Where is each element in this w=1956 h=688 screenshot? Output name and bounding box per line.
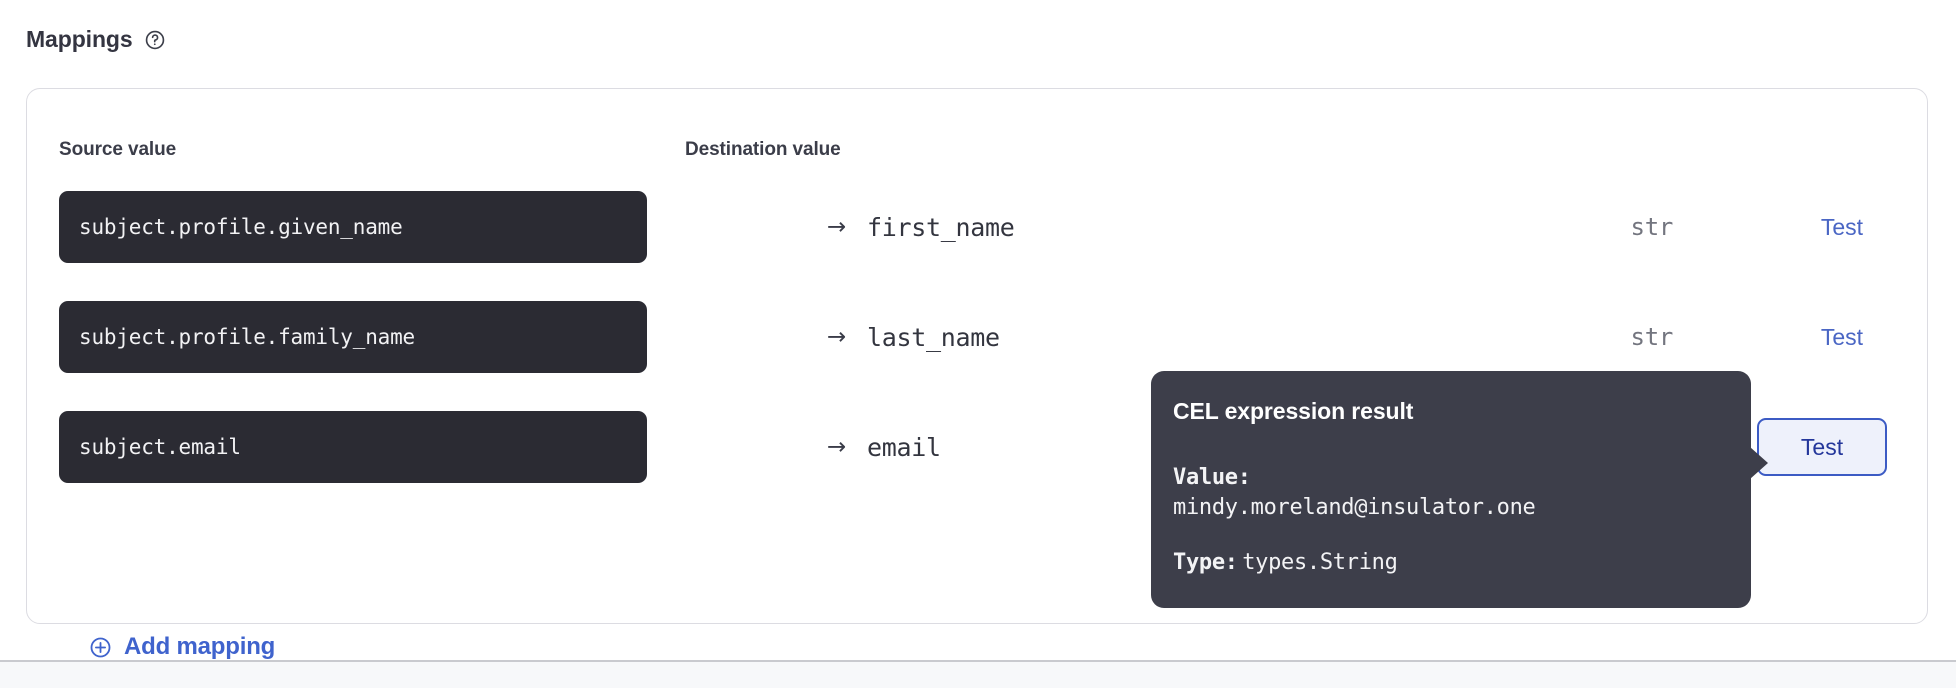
cel-result-tooltip: CEL expression result Value: mindy.morel…: [1151, 371, 1768, 609]
destination-value-text: last_name: [867, 322, 1000, 352]
source-value-text: subject.profile.given_name: [79, 215, 403, 239]
mapping-rows: subject.profile.given_name → first_name …: [27, 191, 1927, 483]
tooltip-type-block: Type: types.String: [1173, 548, 1729, 578]
source-value-input[interactable]: subject.profile.given_name: [59, 191, 647, 263]
source-value-text: subject.profile.family_name: [79, 325, 415, 349]
column-header-destination: Destination value: [685, 139, 841, 160]
tooltip-title: CEL expression result: [1173, 398, 1414, 424]
mapping-row: subject.profile.given_name → first_name …: [27, 191, 1927, 263]
test-button[interactable]: Test: [1820, 323, 1863, 350]
tooltip-value: mindy.moreland@insulator.one: [1173, 495, 1536, 521]
mapping-row: subject.email → email Test: [27, 411, 1927, 483]
destination-value-text: first_name: [867, 212, 1015, 242]
tooltip-value-label: Value:: [1173, 465, 1251, 490]
tooltip-type-label: Type:: [1173, 549, 1238, 575]
page-title: Mappings: [26, 26, 133, 52]
value-type-text: str: [1630, 323, 1674, 351]
arrow-right-icon: →: [827, 433, 847, 460]
arrow-right-icon: →: [827, 323, 847, 350]
mapping-row: subject.profile.family_name → last_name …: [27, 301, 1927, 373]
plus-circle-icon: [89, 636, 112, 659]
source-value-input[interactable]: subject.profile.family_name: [59, 301, 647, 373]
column-header-source: Source value: [59, 139, 177, 160]
footer-divider: [0, 660, 1956, 662]
footer-band: [0, 661, 1956, 688]
question-circle-icon[interactable]: [144, 29, 166, 51]
add-mapping-button[interactable]: Add mapping: [89, 635, 275, 659]
tooltip-type-value: types.String: [1242, 549, 1398, 575]
section-heading: Mappings: [26, 28, 166, 51]
value-type-text: str: [1630, 213, 1674, 241]
source-value-input[interactable]: subject.email: [59, 411, 647, 483]
arrow-right-icon: →: [827, 213, 847, 240]
tooltip-arrow: [1750, 447, 1768, 479]
destination-value-text: email: [867, 432, 941, 462]
tooltip-value-block: Value: mindy.moreland@insulator.one: [1173, 463, 1729, 524]
test-button-focused[interactable]: Test: [1757, 418, 1887, 476]
test-button[interactable]: Test: [1820, 213, 1863, 240]
add-mapping-label: Add mapping: [124, 633, 276, 660]
source-value-text: subject.email: [79, 435, 241, 459]
